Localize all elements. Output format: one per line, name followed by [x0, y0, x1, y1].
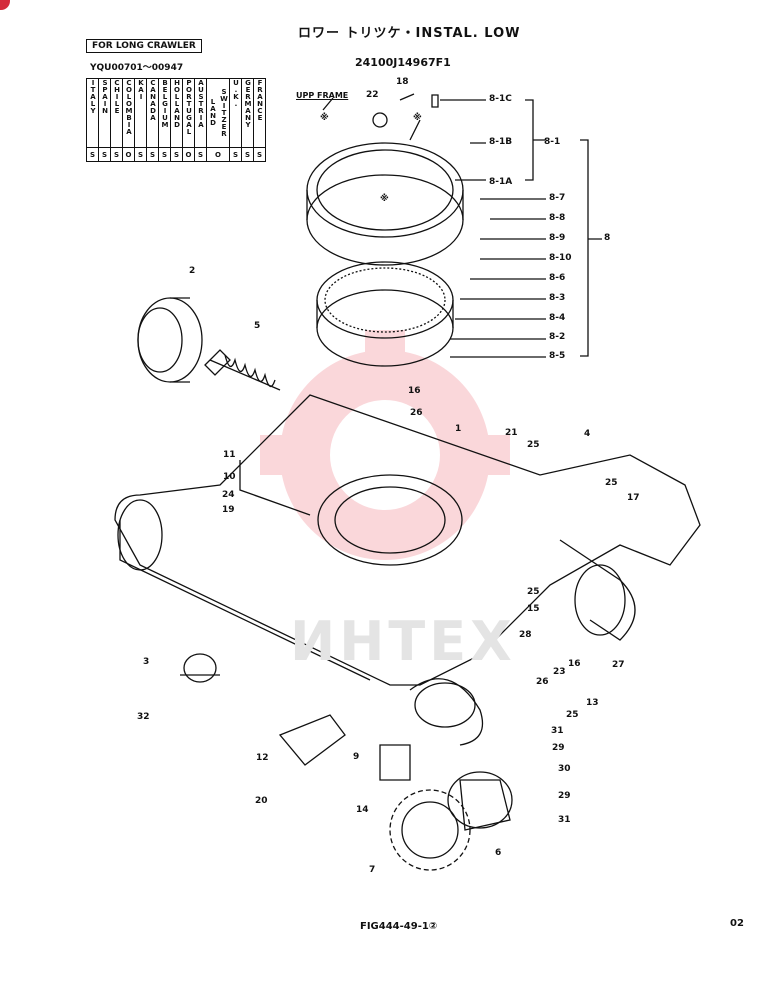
page-number: 02 — [730, 918, 744, 929]
callout-2: 2 — [189, 266, 196, 276]
nut-22 — [372, 112, 388, 128]
callout-13: 13 — [586, 698, 599, 708]
callout-29: 29 — [552, 743, 565, 753]
callout-4: 4 — [584, 429, 591, 439]
page-title: ロワー トリツケ・INSTAL. LOW — [298, 26, 521, 41]
callout-8-7: 8-7 — [549, 193, 566, 203]
callout-14: 14 — [356, 805, 369, 815]
callout-15: 15 — [527, 604, 540, 614]
callout-31: 31 — [558, 815, 571, 825]
callout-22: 22 — [366, 90, 379, 100]
callout-16: 16 — [408, 386, 421, 396]
callout-8-3: 8-3 — [549, 293, 566, 303]
callout-20: 20 — [255, 796, 268, 806]
callout-21: 21 — [505, 428, 518, 438]
callout-7: 7 — [369, 865, 376, 875]
recoil-spring — [204, 349, 281, 391]
watermark-text: ИНТЕХ — [290, 610, 516, 673]
callout-17: 17 — [627, 493, 640, 503]
long-crawler-note: FOR LONG CRAWLER — [86, 39, 202, 53]
callout-16: 16 — [568, 659, 581, 669]
shim-8-1C — [431, 94, 439, 108]
corner-marker — [0, 0, 10, 10]
callout-25: 25 — [527, 587, 540, 597]
callout-32: 32 — [137, 712, 150, 722]
asterisk-mark-1: ※ — [320, 113, 329, 123]
callout-29: 29 — [558, 791, 571, 801]
callout-1: 1 — [455, 424, 462, 434]
callout-25: 25 — [605, 478, 618, 488]
travel-motor — [447, 771, 513, 831]
swing-bearing — [306, 142, 464, 266]
callout-31: 31 — [551, 726, 564, 736]
callout-8-1: 8-1 — [544, 137, 561, 147]
callout-12: 12 — [256, 753, 269, 763]
callout-8-4: 8-4 — [549, 313, 566, 323]
callout-9: 9 — [353, 752, 360, 762]
guard-12 — [278, 714, 346, 766]
callout-25: 25 — [566, 710, 579, 720]
callout-6: 6 — [495, 848, 502, 858]
callout-8-6: 8-6 — [549, 273, 566, 283]
callout-25: 25 — [527, 440, 540, 450]
callout-27: 27 — [612, 660, 625, 670]
callout-8-1A: 8-1A — [489, 177, 513, 187]
idler-wheel — [137, 297, 203, 383]
callout-24: 24 — [222, 490, 235, 500]
callout-8-1C: 8-1C — [489, 94, 512, 104]
component-9 — [379, 744, 411, 781]
part-number: 24100J14967F1 — [355, 56, 451, 69]
country-code: S — [98, 147, 111, 162]
callout-5: 5 — [254, 321, 261, 331]
asterisk-mark-2: ※ — [413, 113, 422, 123]
track-frame — [114, 394, 701, 746]
callout-30: 30 — [558, 764, 571, 774]
callout-8-10: 8-10 — [549, 253, 572, 263]
drive-sprocket — [389, 789, 471, 871]
callout-18: 18 — [396, 77, 409, 87]
callout-11: 11 — [223, 450, 236, 460]
figure-number: FIG444-49-1② — [360, 921, 438, 932]
asterisk-mark-3: ※ — [380, 194, 389, 204]
callout-3: 3 — [143, 657, 150, 667]
serial-range: YQU00701～00947 — [90, 63, 184, 73]
callout-8-2: 8-2 — [549, 332, 566, 342]
watermark-gear — [260, 330, 510, 560]
country-code: S — [253, 147, 266, 162]
roller-3 — [180, 653, 220, 683]
callout-8-8: 8-8 — [549, 213, 566, 223]
callout-28: 28 — [519, 630, 532, 640]
callout-8-1B: 8-1B — [489, 137, 513, 147]
upp-frame-label: UPP FRAME — [296, 91, 349, 100]
callout-8: 8 — [604, 233, 611, 243]
callout-19: 19 — [222, 505, 235, 515]
callout-26: 26 — [410, 408, 423, 418]
inner-gear-ring — [316, 261, 454, 367]
callout-8-9: 8-9 — [549, 233, 566, 243]
bolt-18 — [399, 93, 415, 101]
callout-10: 10 — [223, 472, 236, 482]
callout-26: 26 — [536, 677, 549, 687]
callout-8-5: 8-5 — [549, 351, 566, 361]
callout-23: 23 — [553, 667, 566, 677]
